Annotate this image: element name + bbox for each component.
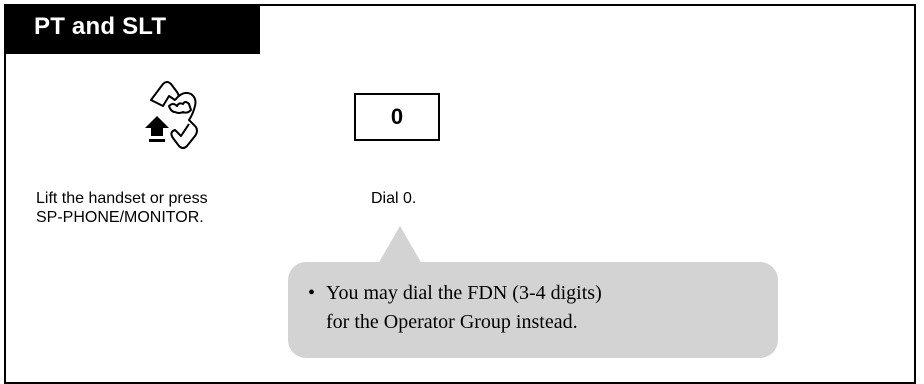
dial-key-0: 0: [354, 93, 440, 141]
step-2-instruction: Dial 0.: [371, 190, 417, 207]
step-1-line-2: SP-PHONE/MONITOR.: [36, 209, 204, 226]
step-1-line-1: Lift the handset or press: [36, 190, 208, 207]
section-title: PT and SLT: [34, 13, 167, 40]
note-pointer: [378, 226, 422, 264]
section-title-tab: PT and SLT: [4, 4, 260, 54]
note-text: • You may dial the FDN (3-4 digits) for t…: [308, 279, 602, 337]
note-bullet: •: [308, 282, 316, 304]
dial-key-label: 0: [390, 104, 404, 129]
step-1-instruction: Lift the handset or press SP-PHONE/MONIT…: [36, 189, 296, 227]
note-callout: • You may dial the FDN (3-4 digits) for t…: [288, 262, 778, 358]
note-line-1: You may dial the FDN (3-4 digits): [326, 282, 602, 304]
note-line-2: for the Operator Group instead.: [326, 311, 578, 333]
handset-lift-icon: [145, 81, 198, 149]
